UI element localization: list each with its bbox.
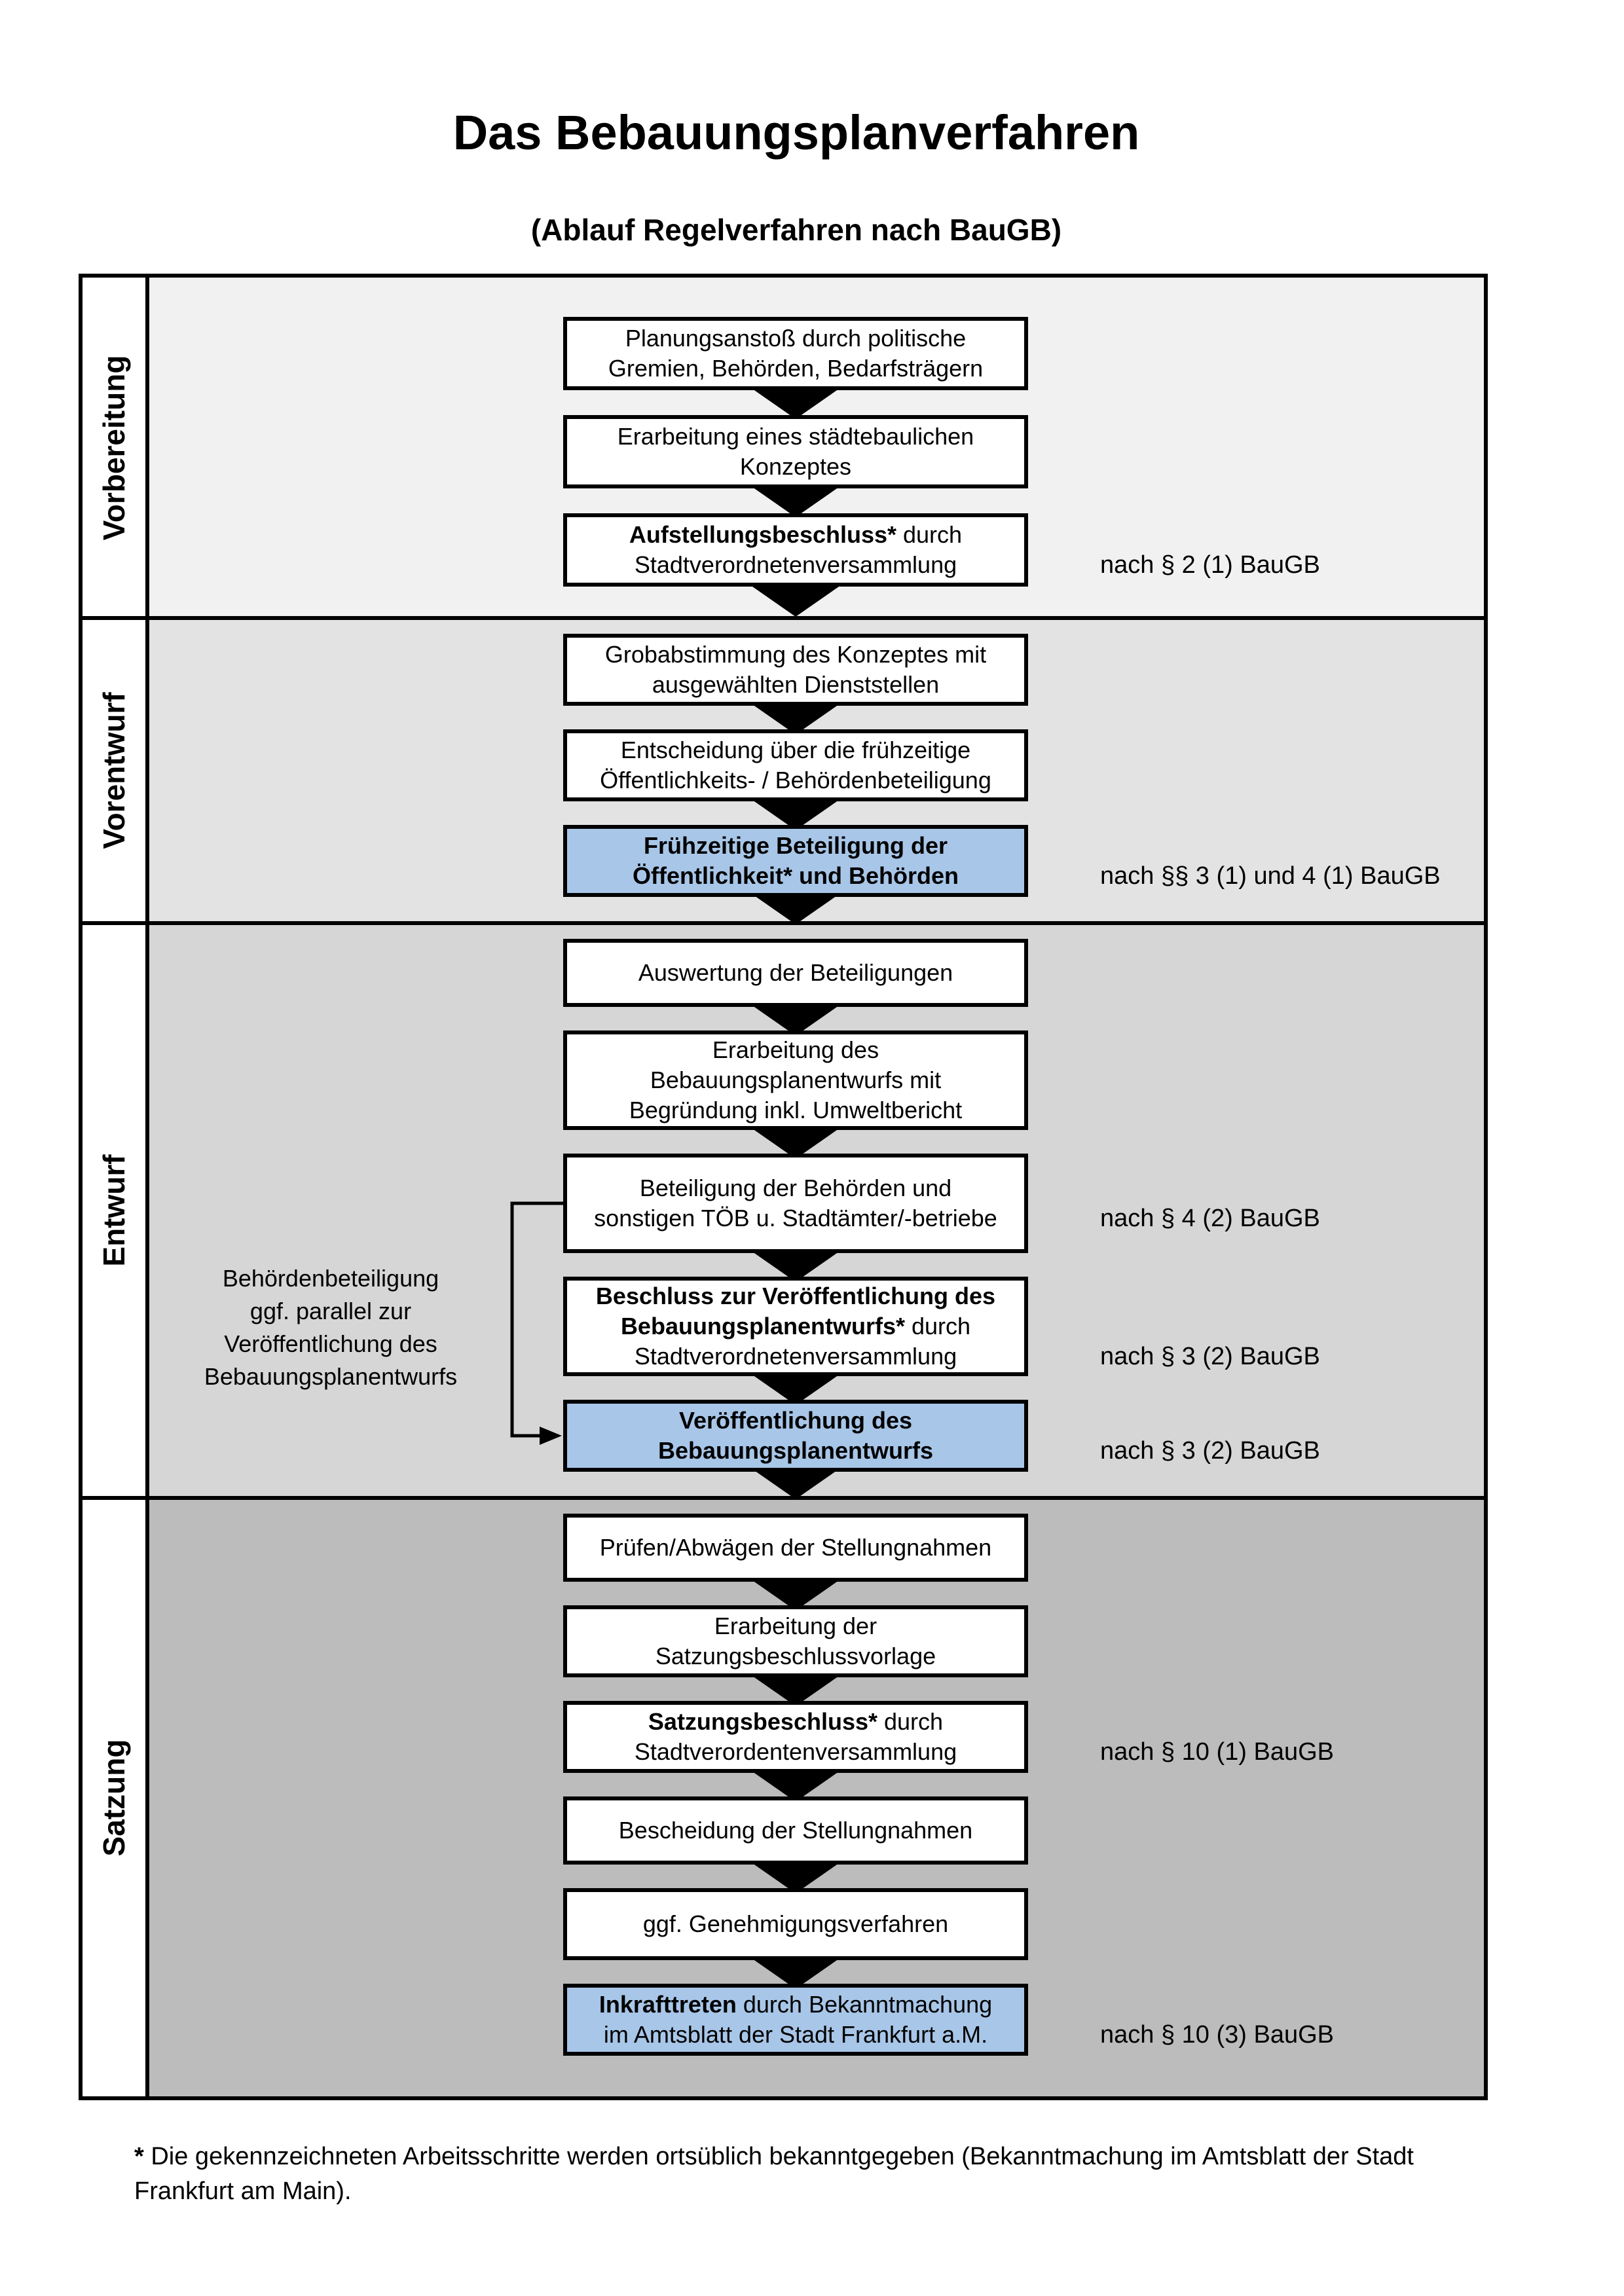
step-text: Planungsanstoß durch politische Gremien,… <box>608 325 984 382</box>
phase-label-satzung: Satzung <box>97 1739 131 1857</box>
step-box-bescheidung: Bescheidung der Stellungnahmen <box>563 1796 1028 1865</box>
legal-note: nach § 2 (1) BauGB <box>1100 551 1320 579</box>
label-column-divider <box>145 274 149 2100</box>
step-text: Beteiligung der Behörden und sonstigen T… <box>594 1175 997 1231</box>
elbow-connector <box>510 1201 563 1445</box>
down-arrow <box>752 389 839 419</box>
legal-note: nach § 3 (2) BauGB <box>1100 1437 1320 1465</box>
step-box-satzungsbeschluss: Satzungsbeschluss* durch Stadtverordente… <box>563 1701 1028 1773</box>
step-box-entscheidung-beteiligung: Entscheidung über die frühzeitige Öffent… <box>563 729 1028 801</box>
phase-label-column <box>83 278 149 2096</box>
step-box-pruefen-abwaegen: Prüfen/Abwägen der Stellungnahmen <box>563 1514 1028 1582</box>
step-box-veroeffentlichung-entwurf: Veröffentlichung des Bebauungsplanentwur… <box>563 1400 1028 1472</box>
down-arrow <box>752 587 839 617</box>
step-text: Erarbeitung eines städtebaulichen Konzep… <box>617 423 974 480</box>
step-box-auswertung: Auswertung der Beteiligungen <box>563 939 1028 1007</box>
footnote-text: Die gekennzeichneten Arbeitsschritte wer… <box>134 2143 1414 2205</box>
down-arrow <box>752 894 839 924</box>
step-box-erarbeitung-entwurf: Erarbeitung des Bebauungsplanentwurfs mi… <box>563 1030 1028 1130</box>
step-text: Erarbeitung des Bebauungsplanentwurfs mi… <box>629 1036 963 1123</box>
step-box-genehmigungsverfahren: ggf. Genehmigungsverfahren <box>563 1888 1028 1960</box>
step-text-bold: Beschluss zur Veröffentlichung des Bebau… <box>595 1283 996 1339</box>
step-text-bold: Frühzeitige Beteiligung der Öffentlichke… <box>632 832 959 889</box>
step-box-fruehzeitige-beteiligung: Frühzeitige Beteiligung der Öffentlichke… <box>563 825 1028 897</box>
section-divider-1 <box>83 616 1484 620</box>
step-text: Grobabstimmung des Konzeptes mit ausgewä… <box>604 641 987 698</box>
footnote-asterisk: * <box>134 2143 144 2170</box>
legal-note: nach § 4 (2) BauGB <box>1100 1205 1320 1232</box>
step-box-beschluss-veroeffentlichung: Beschluss zur Veröffentlichung des Bebau… <box>563 1277 1028 1376</box>
legal-note: nach § 3 (2) BauGB <box>1100 1343 1320 1370</box>
phase-label-vorentwurf: Vorentwurf <box>97 692 131 849</box>
step-text: Bescheidung der Stellungnahmen <box>618 1817 973 1844</box>
step-text: ggf. Genehmigungsverfahren <box>642 1910 949 1937</box>
step-text: durch Stadtverordentenversammlung <box>634 1708 957 1765</box>
step-text: Erarbeitung der Satzungsbeschlussvorlage <box>655 1613 936 1669</box>
legal-note: nach § 10 (1) BauGB <box>1100 1738 1334 1766</box>
step-box-planungsanstoss: Planungsanstoß durch politische Gremien,… <box>563 317 1028 390</box>
step-box-behoerdenbeteiligung: Beteiligung der Behörden und sonstigen T… <box>563 1154 1028 1253</box>
step-text: durch Stadtverordnetenversammlung <box>634 1313 971 1370</box>
down-arrow <box>752 1469 839 1499</box>
step-text-bold: Satzungsbeschluss* <box>648 1708 878 1735</box>
step-text: durch Stadtverordnetenversammlung <box>634 521 963 578</box>
step-box-satzungsbeschlussvorlage: Erarbeitung der Satzungsbeschlussvorlage <box>563 1605 1028 1677</box>
step-box-inkrafttreten: Inkrafttreten durch Bekanntmachung im Am… <box>563 1984 1028 2056</box>
step-text: Prüfen/Abwägen der Stellungnahmen <box>599 1534 992 1561</box>
step-box-grobabstimmung: Grobabstimmung des Konzeptes mit ausgewä… <box>563 634 1028 706</box>
step-text-bold: Inkrafttreten <box>599 1991 737 2018</box>
phase-label-vorbereitung: Vorbereitung <box>97 355 131 541</box>
phase-label-entwurf: Entwurf <box>97 1154 131 1267</box>
step-text-bold: Veröffentlichung des Bebauungsplanentwur… <box>657 1407 934 1464</box>
step-text-bold: Aufstellungsbeschluss* <box>629 521 897 548</box>
parallel-annotation: Behördenbeteiligung ggf. parallel zur Ve… <box>204 1265 458 1390</box>
page-title: Das Bebauungsplanverfahren <box>452 105 1140 160</box>
legal-note: nach §§ 3 (1) und 4 (1) BauGB <box>1100 862 1441 890</box>
footnote: * Die gekennzeichneten Arbeitsschritte w… <box>134 2140 1496 2209</box>
legal-note: nach § 10 (3) BauGB <box>1100 2021 1334 2049</box>
down-arrow <box>752 487 839 517</box>
step-text: Auswertung der Beteiligungen <box>638 959 953 986</box>
page-subtitle: (Ablauf Regelverfahren nach BauGB) <box>530 213 1062 247</box>
step-text: durch Bekanntmachung im Amtsblatt der St… <box>603 1991 993 2048</box>
step-box-aufstellungsbeschluss: Aufstellungsbeschluss* durch Stadtverord… <box>563 513 1028 587</box>
step-box-staedtebauliches-konzept: Erarbeitung eines städtebaulichen Konzep… <box>563 415 1028 488</box>
step-text: Entscheidung über die frühzeitige Öffent… <box>600 737 991 793</box>
